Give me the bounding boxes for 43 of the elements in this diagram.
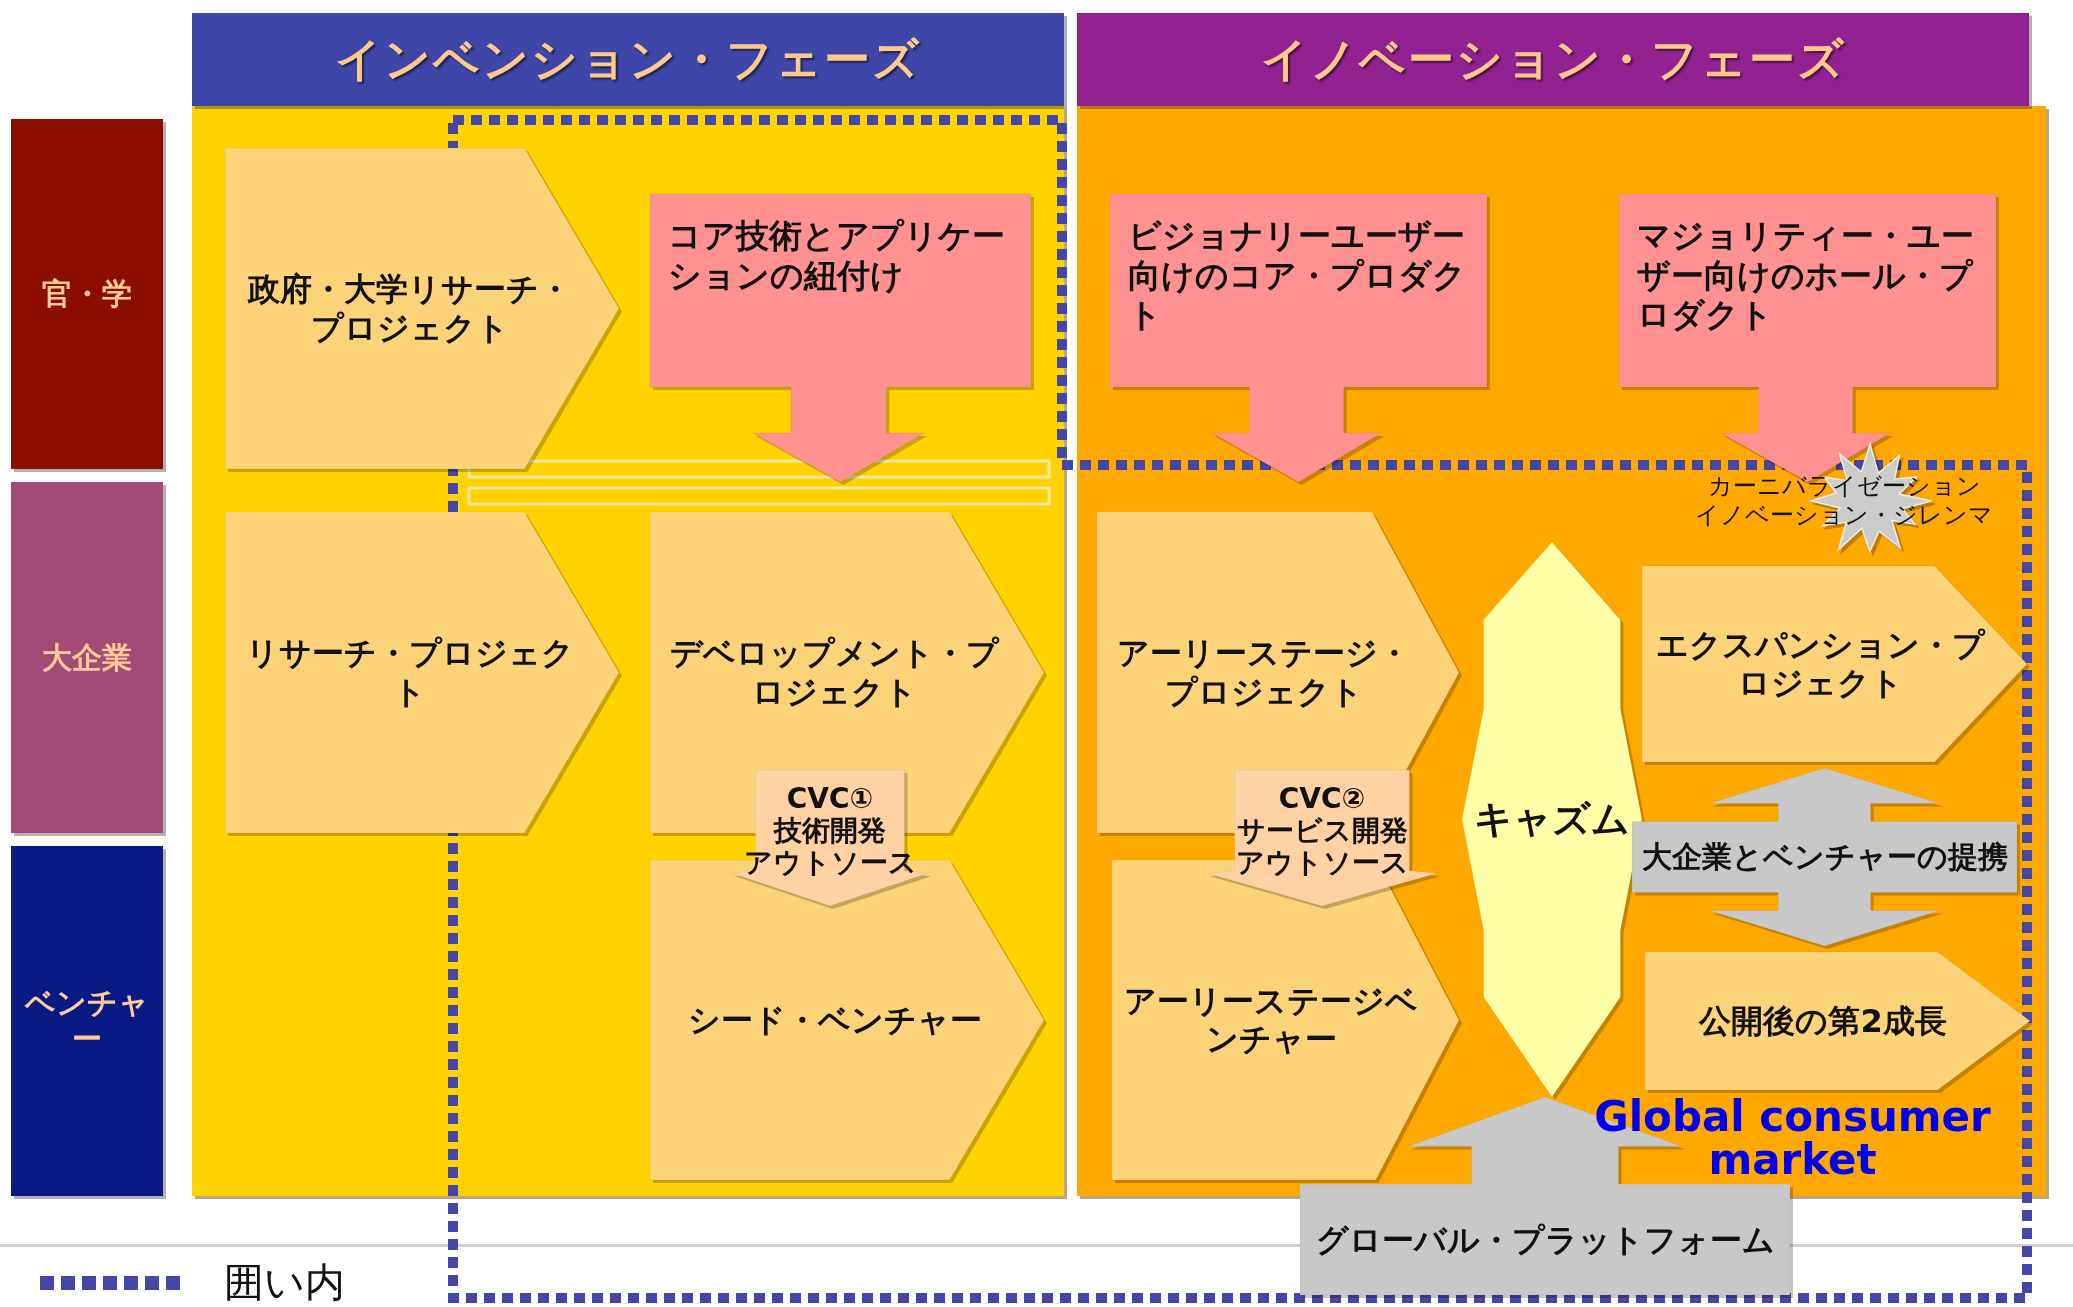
step-label: エクスパンション・プロジェクト — [1654, 625, 1987, 703]
pentagon-step — [225, 148, 619, 469]
row-label: 大企業 — [42, 639, 132, 676]
row-header — [11, 482, 163, 833]
alliance-shape — [1632, 768, 2017, 946]
chasm-shape — [1462, 542, 1642, 1097]
phase-title: イノベーション・フェーズ — [1260, 31, 1846, 88]
phase-panel — [192, 106, 1064, 1196]
step-label: シード・ベンチャー — [687, 1000, 982, 1040]
outsource-label: 技術開発 — [774, 814, 886, 848]
row-header — [11, 846, 163, 1196]
pentagon-step — [1645, 952, 2030, 1090]
callout-text: ビジョナリーユーザー向けのコア・プロダクト — [1128, 216, 1467, 335]
callout-box — [1110, 194, 1487, 482]
row-label: ベンチャー — [23, 985, 150, 1057]
chasm-label: キャズム — [1474, 796, 1630, 843]
step-label: アーリーステージベンチャー — [1123, 981, 1420, 1059]
platform-label: グローバル・プラットフォーム — [1315, 1220, 1775, 1260]
callout-text: マジョリティー・ユーザー向けのホール・プロダクト — [1637, 216, 1975, 335]
pentagon-step — [225, 512, 619, 833]
outsource-label: CVC② — [1278, 782, 1366, 815]
step-label: 公開後の第2成長 — [1699, 1001, 1947, 1041]
market-label: Global consumer market — [1593, 1096, 1992, 1182]
row-label: 官・学 — [42, 276, 132, 312]
phase-title: インベンション・フェーズ — [335, 31, 921, 88]
pentagon-step — [1642, 566, 2027, 762]
outsource-label: アウトソース — [743, 847, 917, 880]
step-label: 政府・大学リサーチ・プロジェクト — [246, 270, 573, 347]
outsource-label: アウトソース — [1235, 847, 1409, 880]
row-header — [11, 119, 163, 469]
step-label: デベロップメント・プロジェクト — [669, 634, 1001, 711]
callout-text: コア技術とアプリケーションの紐付け — [668, 216, 1006, 296]
step-label: リサーチ・プロジェクト — [244, 634, 575, 711]
outsource-label: サービス開発 — [1236, 814, 1408, 848]
phase-header — [1077, 13, 2029, 106]
alliance-label: 大企業とベンチャーの提携 — [1641, 839, 2008, 875]
legend-label: 囲い内 — [224, 1258, 345, 1307]
outsource-label: CVC① — [786, 782, 874, 815]
step-label: アーリーステージ・プロジェクト — [1116, 634, 1412, 711]
phase-panel — [1077, 106, 2046, 1196]
burst-text: カーニバライゼーション — [1707, 472, 1981, 501]
phase-header — [192, 13, 1064, 106]
callout-box — [650, 194, 1031, 482]
